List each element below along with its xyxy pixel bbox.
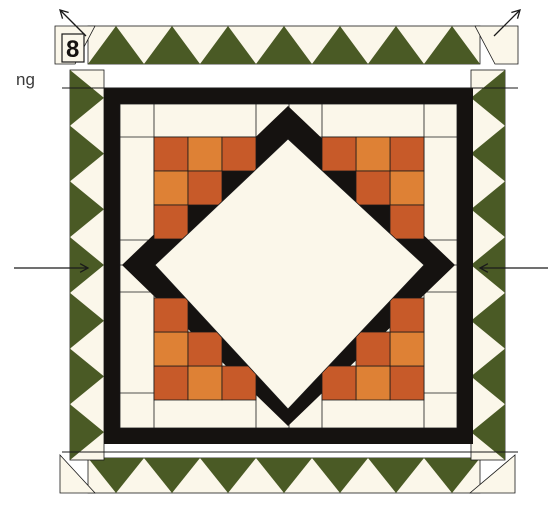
top-right-corner-square <box>390 205 424 239</box>
step-number: 8 <box>66 36 79 63</box>
bottom-left-corner-square <box>188 332 222 366</box>
bottom-right-corner-square <box>390 332 424 366</box>
bottom-right-corner-square <box>356 332 390 366</box>
bottom-right-corner-square <box>390 298 424 332</box>
top-right-corner-square <box>356 137 390 171</box>
cropped-instruction-text: ng <box>16 70 35 90</box>
top-right-corner-square <box>390 137 424 171</box>
top-left-corner-square <box>154 137 188 171</box>
top-left-corner-square <box>154 171 188 205</box>
bottom-right-corner-square <box>322 366 356 400</box>
top-left-corner-square <box>188 137 222 171</box>
top-right-corner-square <box>322 137 356 171</box>
top-left-corner-square <box>188 171 222 205</box>
bottom-left-corner-square <box>188 366 222 400</box>
corner-piece-top-right <box>475 26 518 64</box>
top-left-corner-square <box>222 137 256 171</box>
step-badge: 8 <box>62 34 84 63</box>
bottom-left-corner-square <box>222 366 256 400</box>
top-right-corner-square <box>356 171 390 205</box>
bottom-right-corner-square <box>356 366 390 400</box>
top-right-corner-square <box>390 171 424 205</box>
bottom-right-corner-square <box>390 366 424 400</box>
quilt-center-block <box>104 88 473 444</box>
bottom-left-corner-square <box>154 298 188 332</box>
top-left-corner-square <box>154 205 188 239</box>
bottom-left-corner-square <box>154 366 188 400</box>
bottom-left-corner-square <box>154 332 188 366</box>
